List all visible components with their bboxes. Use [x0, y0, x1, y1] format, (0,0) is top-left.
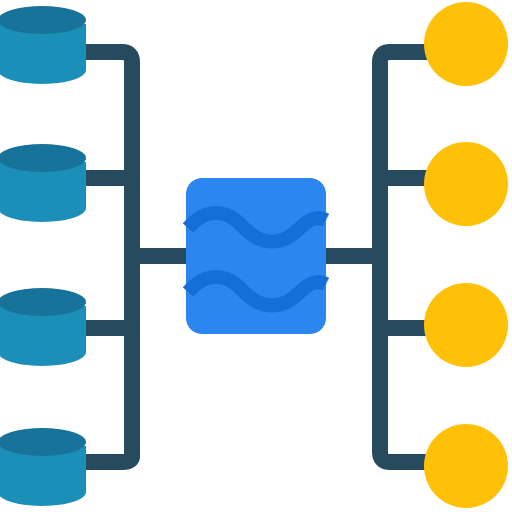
left-trunk-line: [86, 44, 140, 470]
database-3-icon: [0, 288, 86, 366]
right-trunk-line: [372, 44, 430, 470]
database-2-icon: [0, 144, 86, 222]
connector-lines: [86, 44, 430, 470]
output-node-2: [424, 142, 508, 226]
database-group: [0, 6, 86, 506]
wave-line-icon: [182, 206, 330, 249]
output-node-1: [424, 2, 508, 86]
output-node-group: [424, 2, 508, 508]
database-4-icon: [0, 428, 86, 506]
output-node-4: [424, 424, 508, 508]
output-node-3: [424, 283, 508, 367]
data-lake-box: [182, 178, 330, 334]
database-1-icon: [0, 6, 86, 84]
wave-line-icon: [182, 270, 330, 313]
